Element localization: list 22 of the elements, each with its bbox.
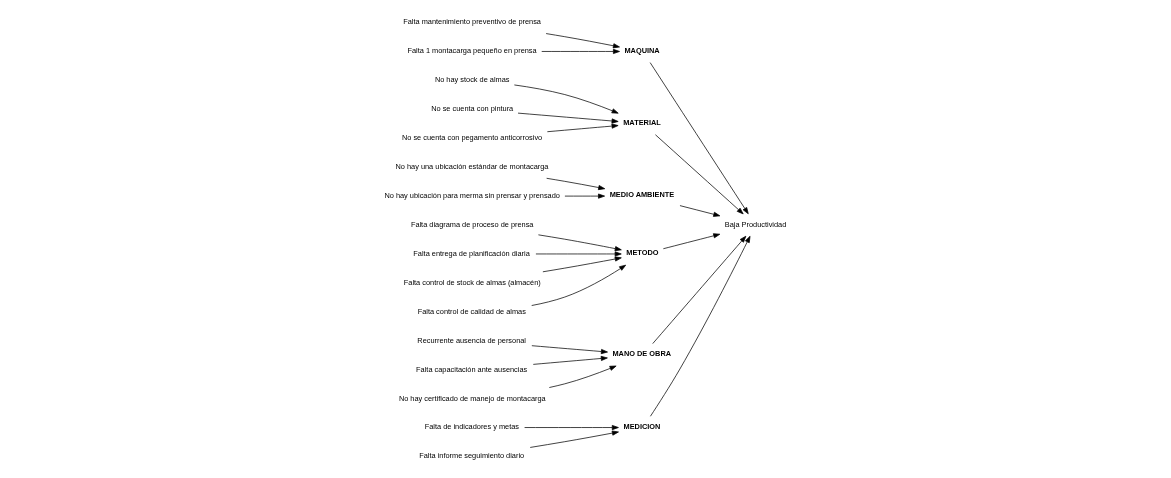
arrow [532, 355, 608, 365]
arrow [564, 193, 605, 199]
arrow [537, 233, 622, 251]
arrow [545, 177, 605, 190]
arrow [530, 264, 626, 306]
arrow [513, 84, 619, 114]
arrow [517, 112, 619, 123]
arrow [548, 365, 616, 388]
arrow [649, 61, 749, 214]
arrow [649, 235, 750, 417]
arrow [679, 204, 720, 217]
arrow [530, 344, 608, 354]
arrow [529, 430, 619, 448]
arrow [545, 32, 620, 48]
arrow [651, 235, 746, 344]
arrow [654, 133, 744, 214]
arrow [540, 48, 620, 54]
arrow [662, 232, 720, 249]
arrow [542, 256, 622, 272]
arrow [546, 123, 618, 132]
arrow [523, 424, 619, 430]
arrow [535, 250, 622, 256]
